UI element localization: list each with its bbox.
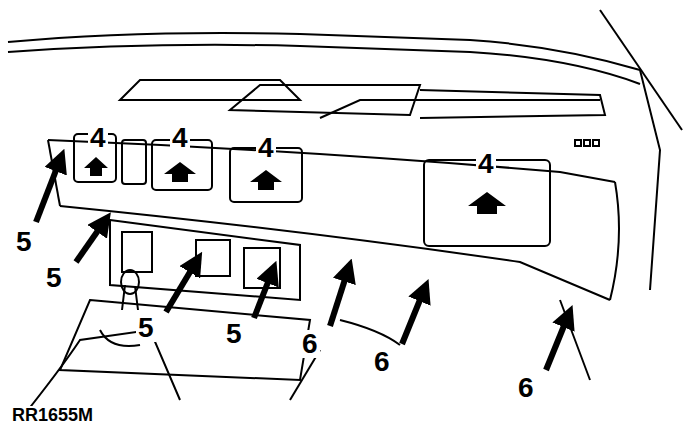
callout-number: 5 bbox=[14, 228, 34, 256]
callout-number: 5 bbox=[44, 264, 64, 292]
callout-number: 6 bbox=[372, 348, 392, 376]
figure-code: RR1655M bbox=[10, 406, 95, 424]
callout-number: 6 bbox=[300, 330, 320, 358]
callout-number: 4 bbox=[170, 124, 190, 152]
callout-number: 5 bbox=[224, 320, 244, 348]
callout-number: 5 bbox=[136, 314, 156, 342]
callout-number: 4 bbox=[476, 150, 496, 178]
callout-number: 6 bbox=[516, 374, 536, 402]
callout-number: 4 bbox=[256, 134, 276, 162]
callout-number: 4 bbox=[88, 124, 108, 152]
